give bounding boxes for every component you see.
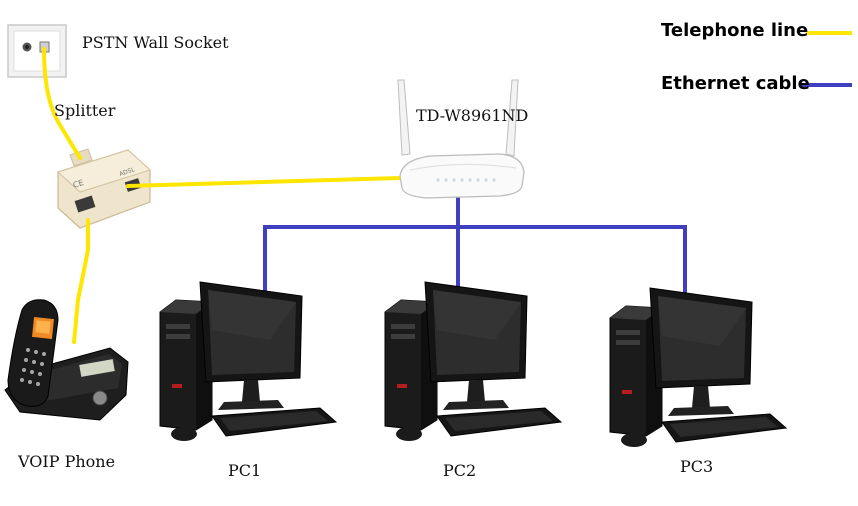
desktop-pc-icon-1: [159, 281, 337, 442]
pc2-label: PC2: [443, 461, 477, 480]
wall-socket-label: PSTN Wall Socket: [82, 33, 229, 52]
telephone-lines: [42, 47, 402, 344]
splitter-icon: CE ADSL: [57, 148, 151, 229]
splitter-ce-mark: CE: [72, 178, 85, 190]
router-icon: [397, 79, 525, 199]
splitter-adsl-mark: ADSL: [118, 166, 136, 178]
wall-socket-icon: [7, 24, 67, 78]
splitter-label: Splitter: [54, 101, 116, 120]
line-splitter-to-router: [126, 176, 402, 188]
ethernet-cables: [263, 195, 687, 300]
line-splitter-to-phone: [72, 218, 90, 344]
legend-telephone-label: Telephone line: [661, 20, 809, 41]
pc3-label: PC3: [680, 457, 714, 476]
phone-label: VOIP Phone: [18, 452, 116, 471]
pc1-label: PC1: [228, 461, 262, 480]
line-socket-to-splitter: [42, 47, 82, 160]
cable-bus-pc1-pc3: [263, 225, 687, 300]
desktop-pc-icon-2: [384, 281, 562, 442]
desktop-pc-icon-3: [609, 287, 787, 448]
legend-ethernet-label: Ethernet cable: [661, 73, 810, 94]
router-label: TD-W8961ND: [416, 106, 529, 125]
cordless-phone-icon: [4, 299, 129, 421]
